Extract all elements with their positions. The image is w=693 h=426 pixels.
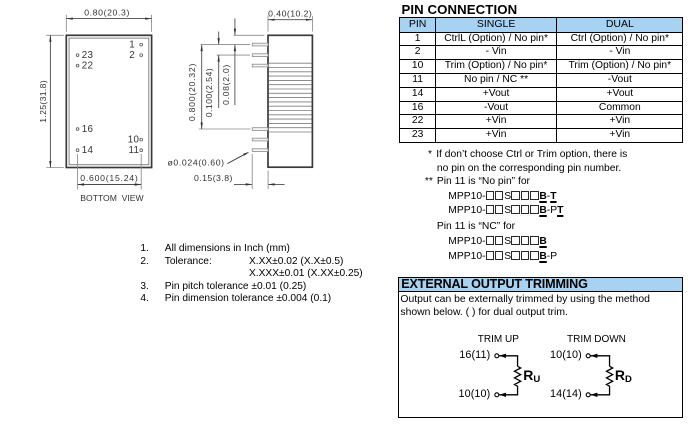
svg-text:0.600(15.24): 0.600(15.24) (80, 173, 138, 183)
svg-text:1.25(31.8): 1.25(31.8) (38, 80, 48, 123)
svg-text:22: 22 (82, 61, 94, 72)
svg-text:16: 16 (82, 124, 94, 135)
svg-text:0.15(3.8): 0.15(3.8) (194, 173, 233, 183)
svg-text:0.08(2.0): 0.08(2.0) (221, 64, 231, 105)
svg-text:14: 14 (82, 145, 94, 156)
svg-text:0.80(20.3): 0.80(20.3) (84, 7, 130, 17)
svg-text:23: 23 (82, 50, 94, 61)
svg-text:2: 2 (129, 50, 135, 61)
svg-text:0.800(20.32): 0.800(20.32) (187, 63, 197, 121)
svg-text:BOTTOM VIEW: BOTTOM VIEW (80, 193, 144, 203)
svg-text:1: 1 (129, 40, 135, 51)
svg-text:10: 10 (128, 135, 140, 146)
svg-text:0.40(10.2): 0.40(10.2) (268, 9, 312, 19)
svg-text:11: 11 (129, 145, 140, 156)
svg-text:ø0.024(0.60): ø0.024(0.60) (168, 158, 225, 168)
svg-text:0.100(2.54): 0.100(2.54) (204, 68, 214, 117)
